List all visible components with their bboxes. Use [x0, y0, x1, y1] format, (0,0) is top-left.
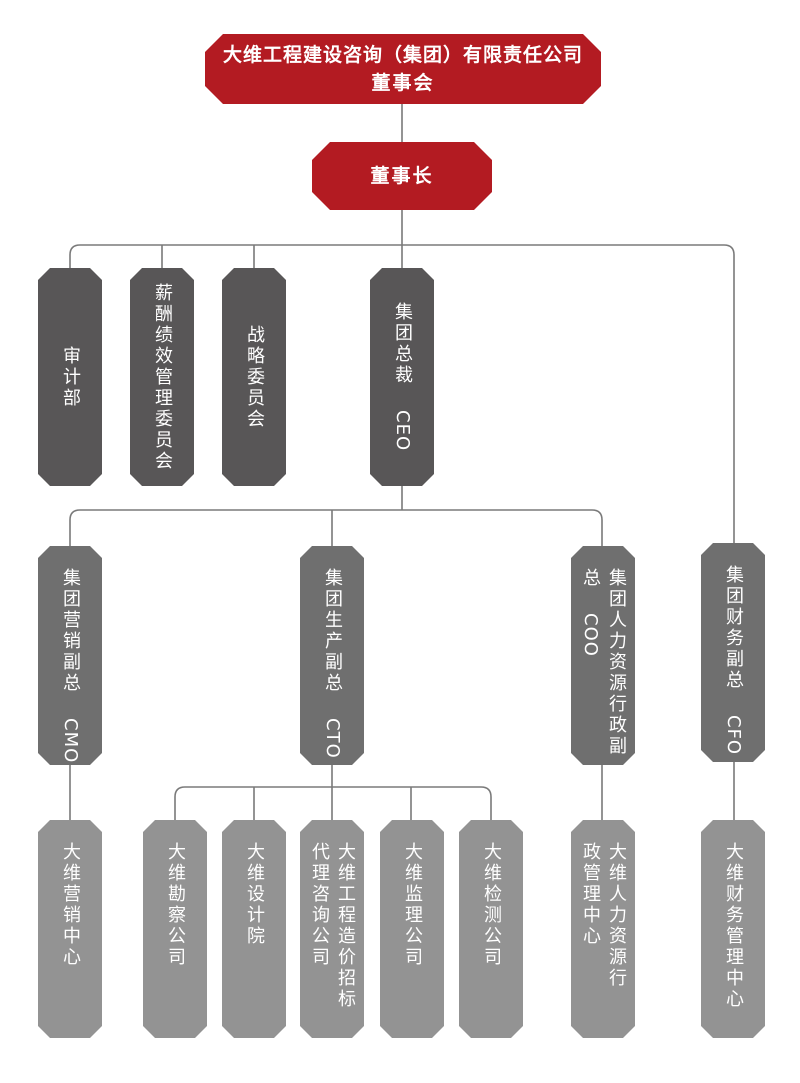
finance-center-node[interactable]: 大维财务管理中心	[701, 820, 765, 1038]
ceo-label: 集团总裁	[392, 302, 413, 387]
audit-dept-node[interactable]: 审计部	[38, 268, 102, 486]
cfo-node[interactable]: 集团财务副总 CFO	[701, 543, 765, 762]
coo-node[interactable]: 集团人力资源行政副总 COO	[571, 546, 635, 765]
supervision-company-node[interactable]: 大维监理公司	[380, 820, 444, 1038]
supervision-company-label: 大维监理公司	[402, 842, 423, 968]
cost-consulting-label-col1: 大维工程造价招	[335, 842, 356, 989]
finance-center-label: 大维财务管理中心	[723, 842, 744, 1010]
cto-node[interactable]: 集团生产副总 CTO	[300, 546, 364, 765]
coo-label-col2: 副总	[580, 568, 627, 757]
connector-level2-bus	[69, 509, 603, 546]
testing-company-label: 大维检测公司	[481, 842, 502, 968]
hr-admin-center-node[interactable]: 大维人力资源行政管理中心	[571, 820, 635, 1038]
cost-consulting-node[interactable]: 大维工程造价招标代理咨询公司	[300, 820, 364, 1038]
coo-suffix: COO	[580, 613, 601, 657]
compensation-committee-node[interactable]: 薪酬绩效管理委员会	[130, 268, 194, 486]
cmo-node[interactable]: 集团营销副总 CMO	[38, 546, 102, 765]
cfo-suffix: CFO	[723, 715, 744, 756]
ceo-node[interactable]: 集团总裁 CEO	[370, 268, 434, 486]
design-institute-node[interactable]: 大维设计院	[222, 820, 286, 1038]
board-node[interactable]: 大维工程建设咨询（集团）有限责任公司 董事会	[205, 34, 601, 104]
survey-company-label: 大维勘察公司	[165, 842, 186, 968]
marketing-center-label: 大维营销中心	[60, 842, 81, 968]
strategy-committee-node[interactable]: 战略委员会	[222, 268, 286, 486]
strategy-committee-label: 战略委员会	[244, 324, 265, 430]
testing-company-node[interactable]: 大维检测公司	[459, 820, 523, 1038]
chairman-label: 董事长	[370, 165, 434, 187]
cmo-suffix: CMO	[60, 718, 81, 764]
board-label: 董事会	[371, 72, 435, 94]
ceo-suffix: CEO	[392, 410, 413, 452]
audit-dept-label: 审计部	[60, 345, 81, 409]
company-name: 大维工程建设咨询（集团）有限责任公司	[222, 44, 583, 66]
cto-label: 集团生产副总	[322, 568, 343, 694]
compensation-committee-label: 薪酬绩效管理委员会	[152, 282, 173, 472]
coo-label-col1: 集团人力资源行政	[606, 568, 627, 736]
connector-level3-bus	[174, 786, 492, 820]
cost-consulting-label-col2: 标代理咨询公司	[309, 842, 356, 1010]
survey-company-node[interactable]: 大维勘察公司	[143, 820, 207, 1038]
hr-admin-center-label-col1: 大维人力资源	[606, 842, 627, 968]
connector-level1-bus	[69, 244, 735, 543]
marketing-center-node[interactable]: 大维营销中心	[38, 820, 102, 1038]
chairman-node[interactable]: 董事长	[312, 142, 492, 210]
cfo-label: 集团财务副总	[723, 565, 744, 691]
cto-suffix: CTO	[322, 718, 343, 759]
cmo-label: 集团营销副总	[60, 568, 81, 694]
hr-admin-center-label-col2: 行政管理中心	[580, 842, 627, 989]
design-institute-label: 大维设计院	[244, 842, 265, 947]
